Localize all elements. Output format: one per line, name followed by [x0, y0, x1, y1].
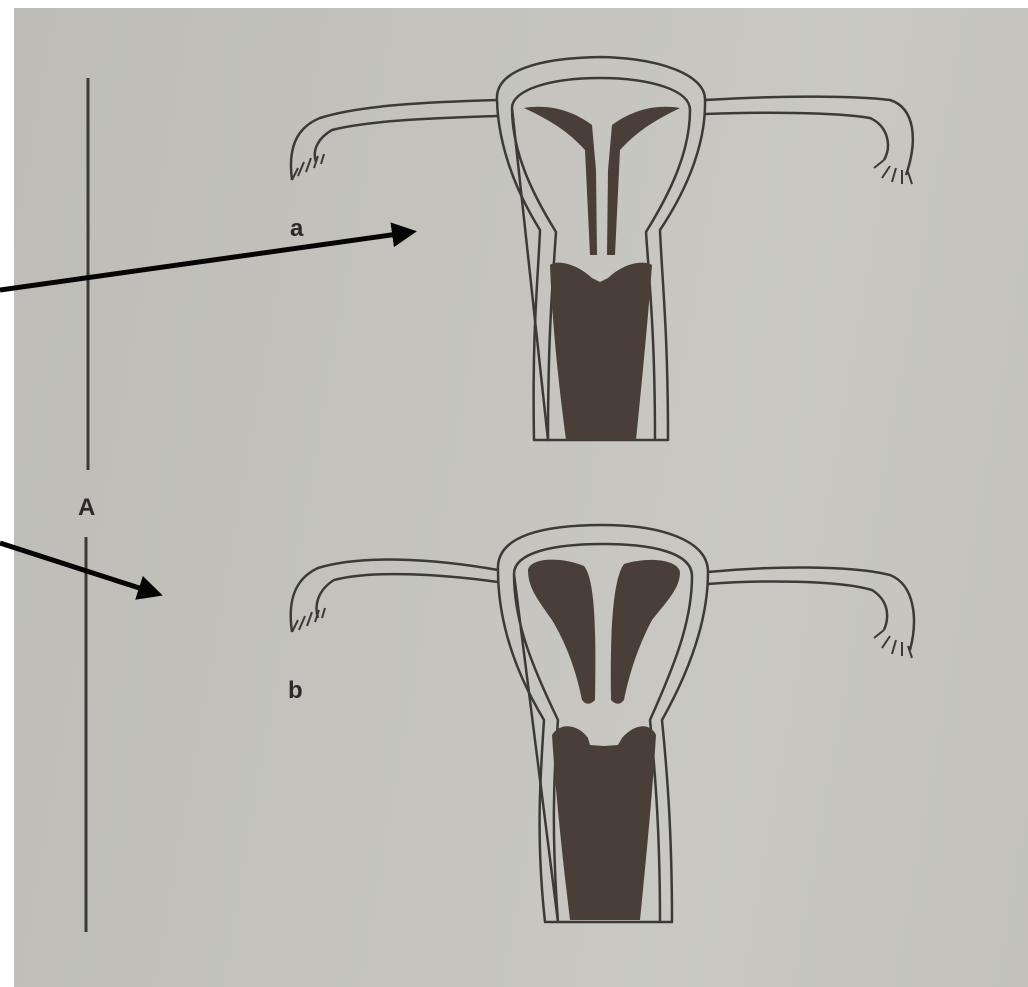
cervical-canal-b	[552, 726, 656, 920]
uterine-cavity-right-b	[611, 560, 680, 704]
right-fallopian-tube-b	[708, 567, 914, 650]
cervical-canal-a	[550, 263, 652, 440]
left-fimbriae	[292, 154, 324, 180]
label-part-a: a	[290, 217, 303, 241]
arrow-to-b	[0, 543, 158, 594]
arrow-to-a	[0, 232, 412, 290]
uterine-cavity-a	[524, 107, 680, 255]
right-fimbriae-b	[874, 630, 912, 658]
left-fallopian-tube-b	[291, 560, 498, 632]
uterine-cavity-left-b	[528, 560, 595, 704]
label-part-b: b	[288, 679, 303, 703]
label-group-a: A	[78, 496, 95, 520]
left-fimbriae-b	[292, 608, 325, 632]
left-fallopian-tube	[291, 100, 497, 180]
right-fallopian-tube	[705, 97, 913, 175]
